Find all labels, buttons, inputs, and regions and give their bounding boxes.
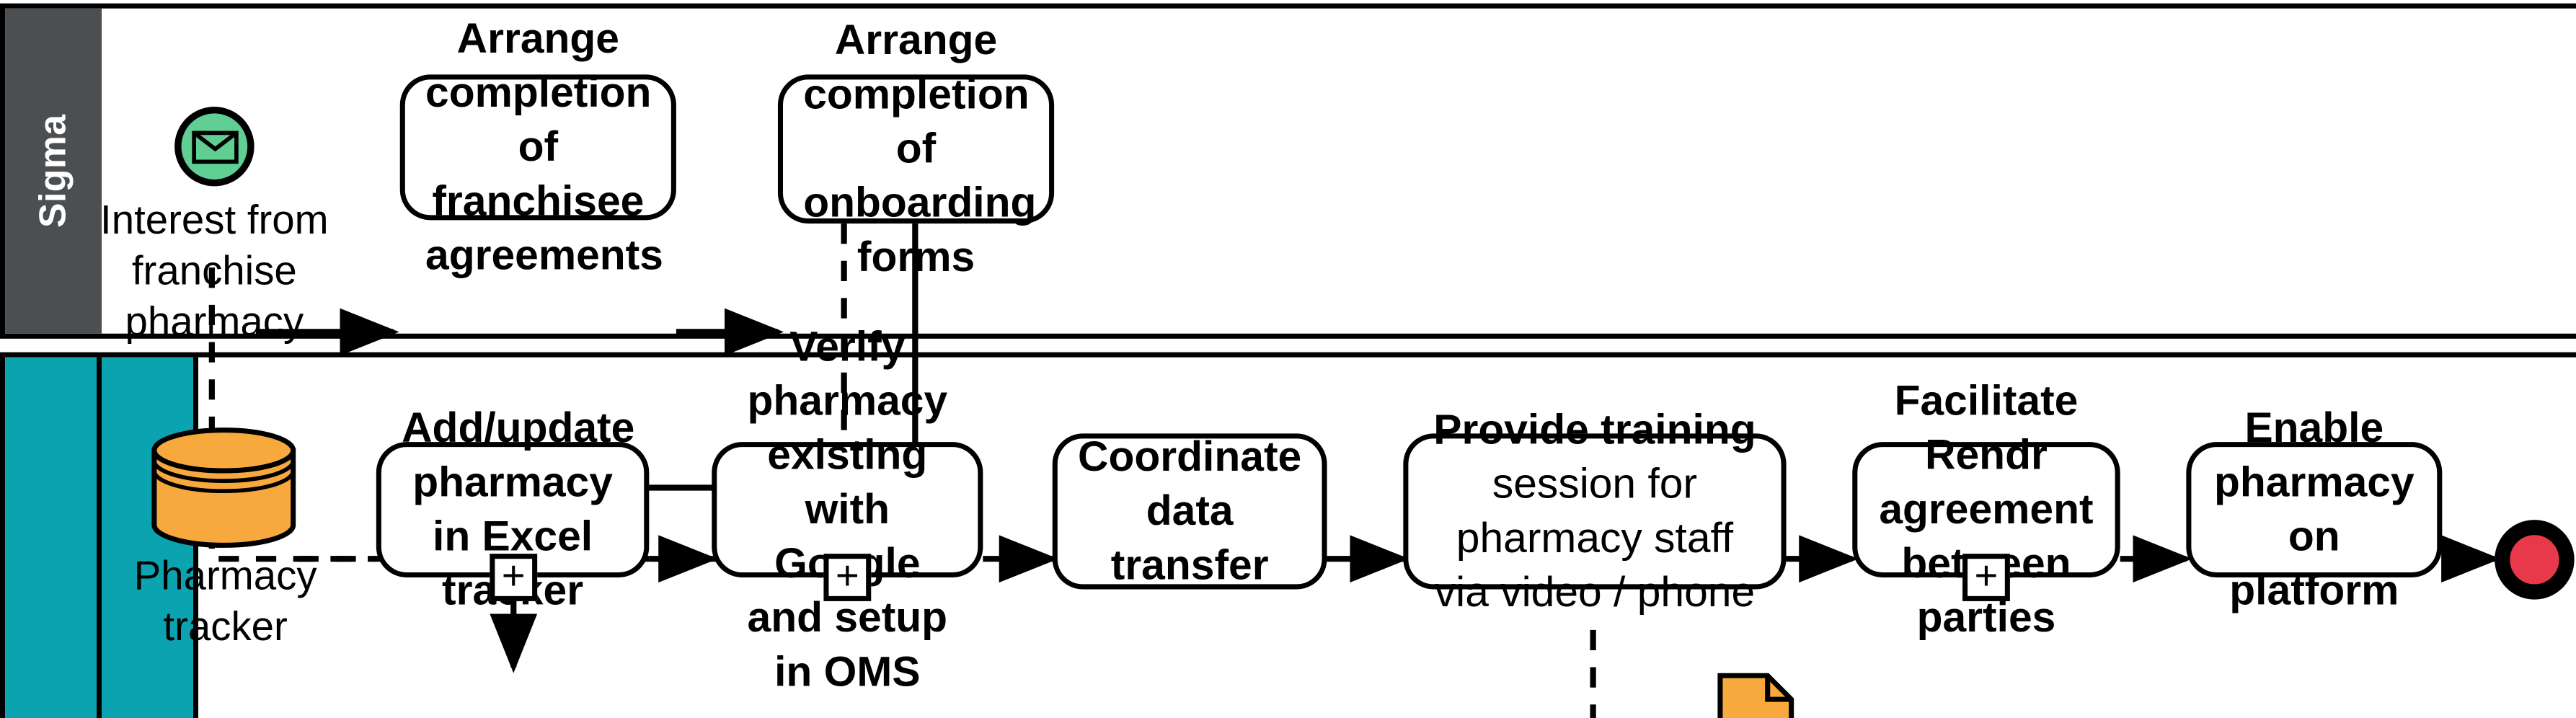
task-label-arrange-onboarding-forms: Arrange completion of onboarding forms <box>803 17 1037 281</box>
subprocess-marker-facilitate-rendr-agreement[interactable]: + <box>1962 554 2010 601</box>
task-label-facilitate-rendr-agreement: Facilitate Rendr agreement between parti… <box>1879 377 2094 642</box>
plus-icon: + <box>501 554 526 600</box>
task-label-verify-pharmacy-google-oms: Verify pharmacy existing with Google and… <box>747 323 948 696</box>
task-arrange-franchisee-agreements[interactable]: Arrange completion of franchisee agreeme… <box>399 15 676 280</box>
plus-icon: + <box>1974 554 1999 600</box>
data-store-pharmacy-tracker[interactable] <box>149 427 298 549</box>
lane-header-sigma[interactable]: Sigma <box>5 8 102 334</box>
task-label-arrange-franchisee-agreements: Arrange completion of franchisee agreeme… <box>425 15 663 280</box>
subprocess-marker-add-update-pharmacy-tracker[interactable]: + <box>490 554 538 601</box>
task-label-enable-pharmacy-platform: Enable pharmacy on platform <box>2213 404 2415 615</box>
start-event-label: Interest from franchise pharmacy <box>100 198 329 346</box>
lane-header-medmate[interactable]: Medmate <box>5 357 97 718</box>
task-label-provide-training-session: Provide training session for pharmacy st… <box>1429 403 1761 620</box>
task-facilitate-rendr-agreement[interactable]: Facilitate Rendr agreement between parti… <box>1852 378 2120 642</box>
subprocess-marker-verify-pharmacy-google-oms[interactable]: + <box>823 554 872 601</box>
task-label-coordinate-data-transfer: Coordinate data transfer <box>1078 433 1302 590</box>
task-coordinate-data-transfer[interactable]: Coordinate data transfer <box>1052 433 1327 590</box>
plus-icon: + <box>835 554 859 600</box>
task-add-update-pharmacy-tracker[interactable]: Add/update pharmacy in Excel tracker <box>376 404 650 615</box>
document-icon <box>1717 673 1794 718</box>
end-event[interactable] <box>2495 520 2575 600</box>
cylinder-icon <box>151 427 296 548</box>
task-enable-pharmacy-platform[interactable]: Enable pharmacy on platform <box>2186 404 2443 615</box>
lane-divider-medmate <box>96 357 102 718</box>
task-label-bold-part: Provide training <box>1433 406 1756 454</box>
task-verify-pharmacy-google-oms[interactable]: Verify pharmacy existing with Google and… <box>712 324 983 696</box>
association-training-to-documentation <box>1590 629 1596 718</box>
data-object-training-documentation[interactable] <box>1717 673 1794 718</box>
task-provide-training-session[interactable]: Provide training session for pharmacy st… <box>1403 407 1787 616</box>
task-arrange-onboarding-forms[interactable]: Arrange completion of onboarding forms <box>777 17 1055 281</box>
start-event-interest-from-franchise-pharmacy[interactable] <box>174 106 254 187</box>
data-store-label-pharmacy-tracker: Pharmacy tracker <box>133 554 317 651</box>
envelope-icon <box>191 130 238 163</box>
task-label-regular-part: session for pharmacy staff via video / p… <box>1434 460 1756 617</box>
